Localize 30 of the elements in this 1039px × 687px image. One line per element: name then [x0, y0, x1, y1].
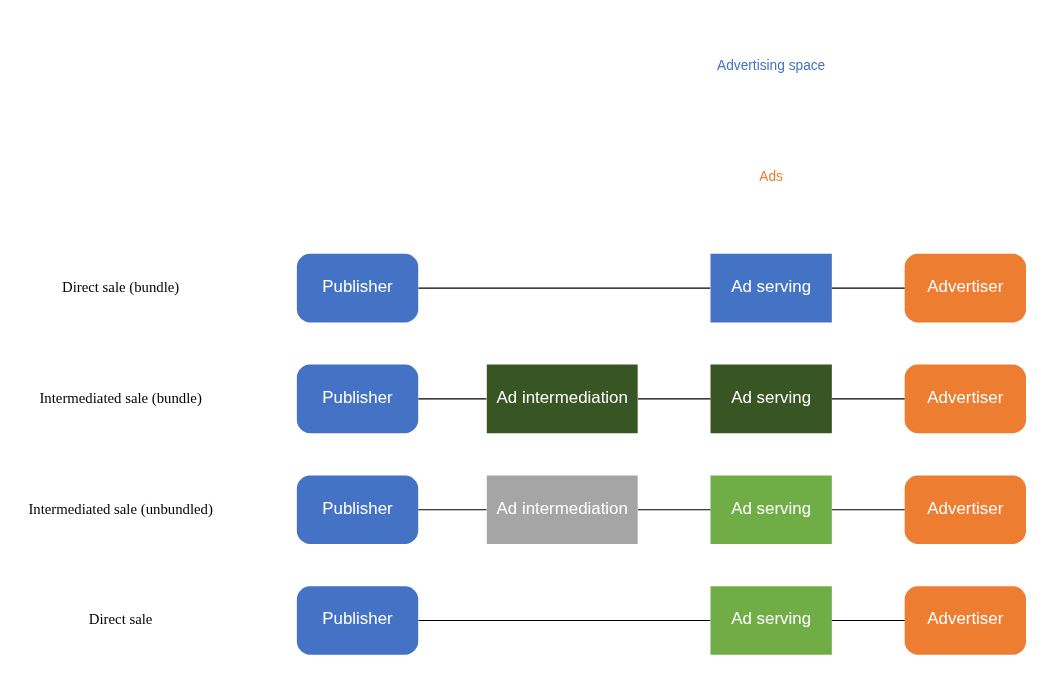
node-box: Publisher — [296, 364, 419, 434]
connector — [417, 509, 487, 511]
node-box: Advertiser — [904, 475, 1026, 544]
node-box: Ad serving — [710, 586, 832, 655]
label: Intermediated sale (bundle) — [39, 389, 202, 406]
connector — [417, 287, 711, 289]
connector — [637, 398, 711, 400]
node-box: Ad serving — [710, 364, 832, 434]
connector — [831, 398, 906, 400]
node-box: Ad serving — [710, 253, 832, 323]
connector — [831, 287, 906, 289]
label: Intermediated sale (unbundled) — [28, 500, 213, 517]
connector — [831, 619, 906, 621]
label: Advertising space — [717, 58, 826, 74]
node-box: Advertiser — [904, 253, 1026, 323]
node-box: Advertiser — [904, 586, 1026, 655]
connector — [417, 398, 487, 400]
node-box: Ad intermediation — [486, 364, 638, 434]
node-box: Publisher — [296, 586, 419, 655]
node-box: Ad intermediation — [486, 475, 638, 544]
label: Ads — [759, 168, 783, 184]
node-box: Publisher — [296, 475, 419, 544]
node-box: Advertiser — [904, 364, 1026, 434]
connector — [831, 509, 906, 511]
label: Direct sale (bundle) — [62, 279, 180, 296]
label: Direct sale — [88, 611, 153, 628]
connector — [637, 509, 711, 511]
node-box: Ad serving — [710, 475, 832, 544]
connector — [417, 619, 711, 621]
node-box: Publisher — [296, 253, 419, 323]
